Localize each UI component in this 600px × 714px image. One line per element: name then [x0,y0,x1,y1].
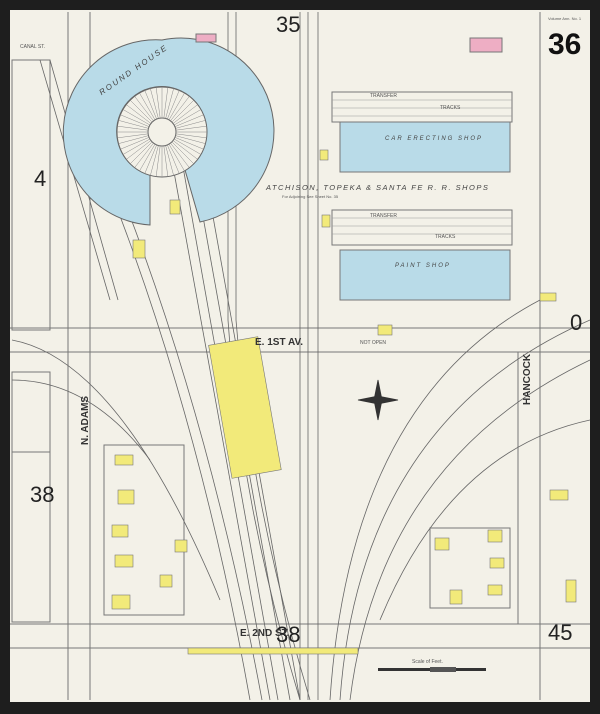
turntable-spoke [155,87,161,119]
turntable-spoke [163,87,169,119]
car-erecting-shop-label: CAR ERECTING SHOP [385,136,483,142]
turntable-spoke [172,140,198,160]
turntable-spoke [118,135,149,144]
turntable-spoke [122,138,151,155]
adjoining-sheet-left-upper: 4 [34,166,46,191]
sheet-number: 36 [548,28,581,61]
turntable-spoke [167,144,180,174]
turntable-spoke [130,100,153,123]
car-erecting-shop [339,121,511,173]
turntable-spoke [175,125,207,131]
turntable-spoke [130,141,153,164]
turntable-spoke [155,145,161,177]
street-adams: N. ADAMS [80,396,91,445]
street-second-st: E. 2ND ST. [240,628,290,639]
not-open-label: NOT OPEN [360,340,386,346]
turntable-spoke [118,120,149,129]
compass-rose-icon [357,379,399,421]
railroad-shops-label: ATCHISON, TOPEKA & SANTA FE R. R. SHOPS [265,183,489,192]
turntable-spoke [171,141,194,164]
turntable-spoke [117,133,149,139]
turntable-spoke [173,109,202,126]
turntable-spoke [174,137,204,150]
turntable-spoke [175,133,207,139]
transfer-label-2: TRANSFER [370,213,397,219]
turntable-spoke [171,100,194,123]
railroad-note: For Adjoining See Sheet No. 35 [282,194,339,199]
turntable-spoke [150,145,159,176]
volume-note: Volume Ann. No. 1 [548,16,582,21]
turntable-spoke [144,144,157,174]
roundhouse [62,37,275,226]
shop-buildings [195,33,513,301]
turntable-spoke [139,143,156,172]
turntable-spoke [120,114,150,127]
turntable-spoke [175,120,206,129]
transfer-table-lines [332,99,512,235]
scale-label: Scale of Feet. [412,659,443,665]
paint-shop-label: PAINT SHOP [395,263,451,269]
turntable-spoke [170,96,190,122]
street-hancock: HANCOCK [522,353,533,405]
adjoining-sheet-left-lower: 38 [30,482,54,507]
paint-shop [339,249,511,301]
turntable-spoke [144,90,157,120]
adjoining-sheet-right-lower: 45 [548,620,572,645]
scale-bar [378,667,486,672]
turntable-spoke [173,138,202,155]
turntable-spoke [120,137,150,150]
adjoining-sheet-bottom: 38 [276,622,300,647]
turntable-spoke [168,143,185,172]
street-first-av: E. 1ST AV. [255,337,303,348]
turntable-spoke [170,142,190,168]
turntable-spoke [117,125,149,131]
turntable-spoke [150,88,159,119]
street-canal: CANAL ST. [20,44,45,50]
turntable-spoke [134,142,154,168]
frame-buildings [111,149,577,655]
turntable-spoke [174,114,204,127]
adjoining-sheet-top: 35 [276,12,300,37]
turntable-spoke [126,104,152,124]
tracks-label-1: TRACKS [440,105,461,111]
tracks-label-2: TRACKS [435,234,456,240]
turntable-spoke [126,140,152,160]
transfer-label-1: TRANSFER [370,93,397,99]
turntable-spoke [165,145,174,176]
turntable-spoke [167,90,180,120]
turntable-spoke [139,92,156,121]
turntable-spoke [163,145,169,177]
turntable-spoke [175,135,206,144]
turntable-spoke [172,104,198,124]
turntable-spoke [168,92,185,121]
turntable-spoke [165,88,174,119]
turntable-spoke [122,109,151,126]
turntable-spoke [134,96,154,122]
adjoining-sheet-right: 0 [570,310,582,335]
